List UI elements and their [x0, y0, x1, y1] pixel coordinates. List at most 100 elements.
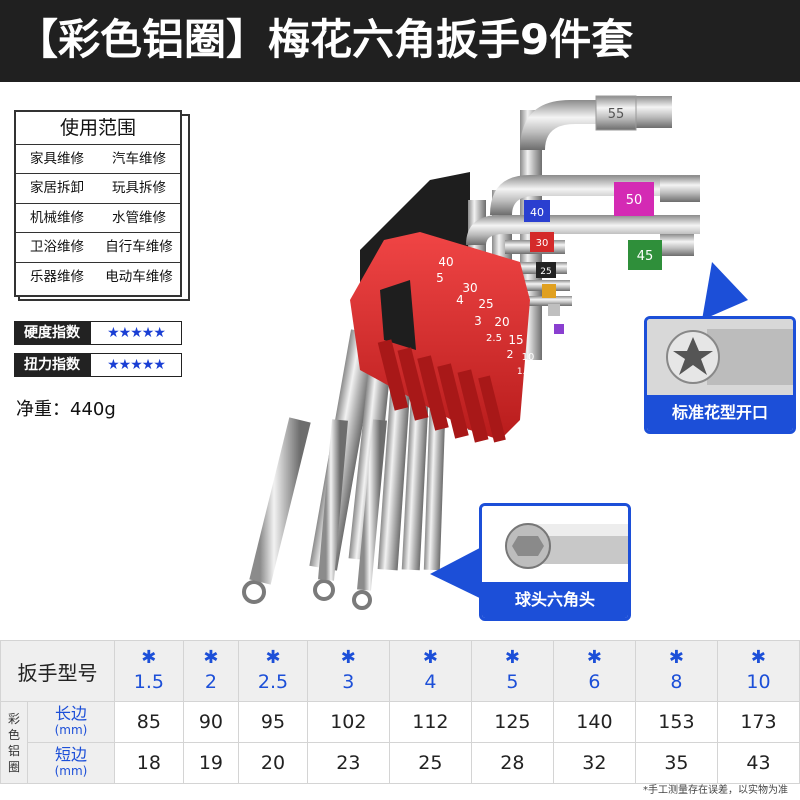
- torx-callout-pointer: [702, 262, 748, 320]
- usage-item: 自行车维修: [105, 239, 173, 256]
- long-value: 85: [114, 701, 184, 743]
- ring-45: [628, 240, 662, 270]
- long-value: 173: [716, 701, 800, 743]
- short-value: 20: [238, 742, 308, 784]
- torx-star-icon: ✱: [265, 647, 281, 668]
- size-cell: ✱4: [388, 640, 472, 702]
- ring-40: [524, 200, 550, 222]
- holder-torx-label: 30: [462, 281, 477, 295]
- long-value: 125: [470, 701, 554, 743]
- ball-callout-pointer: [430, 540, 495, 604]
- hardness-rating: 硬度指数 ★★★★★: [14, 321, 182, 345]
- usage-title: 使用范围: [16, 112, 180, 145]
- holder-hex-label: 1.5: [517, 367, 531, 377]
- usage-item: 卫浴维修: [30, 239, 84, 256]
- torx-tip: [660, 234, 694, 256]
- torx-star-icon: ✱: [586, 647, 602, 668]
- ring-45-label: 45: [637, 249, 654, 264]
- size-cell: ✱10: [716, 640, 800, 702]
- long-value: 112: [388, 701, 472, 743]
- hardness-stars: ★★★★★: [90, 321, 182, 345]
- ring-55-label: 55: [608, 107, 625, 122]
- wrench-set-illustration: 55 50 45 40 30 25 40 30 25 20 15: [242, 95, 748, 610]
- size-cell: ✱6: [552, 640, 636, 702]
- spec-table: 扳手型号 ✱1.5 ✱2 ✱2.5 ✱3 ✱4 ✱5 ✱6 ✱8 ✱10 彩色铝…: [0, 640, 800, 784]
- ring-55: [595, 95, 637, 131]
- ball-callout: 球头六角头: [479, 503, 631, 621]
- long-value: 140: [552, 701, 636, 743]
- short-value: 19: [182, 742, 240, 784]
- holder-hex-label: 4: [456, 293, 464, 307]
- torx-star-icon: ✱: [203, 647, 219, 668]
- ring-10: [554, 324, 564, 334]
- ring-30-label: 30: [536, 238, 549, 249]
- hardness-label: 硬度指数: [14, 321, 90, 345]
- usage-item: 机械维修: [30, 209, 84, 226]
- long-side-label: 长边(mm): [27, 701, 115, 743]
- usage-item: 水管维修: [112, 209, 166, 226]
- usage-item: 电动车维修: [105, 268, 173, 285]
- size-cell: ✱2.5: [238, 640, 308, 702]
- ring-30: [530, 232, 554, 252]
- short-value: 35: [634, 742, 718, 784]
- ring-50-label: 50: [626, 193, 643, 208]
- holder-hex-label: 2: [507, 348, 514, 361]
- size-cell: ✱3: [306, 640, 390, 702]
- footnote: *手工测量存在误差，以实物为准: [643, 785, 788, 796]
- short-value: 18: [114, 742, 184, 784]
- long-value: 95: [238, 701, 308, 743]
- torx-star-icon: ✱: [750, 647, 766, 668]
- torx-tip-closeup: [647, 319, 793, 395]
- ring-20: [542, 284, 556, 298]
- torx-star-icon: ✱: [504, 647, 520, 668]
- short-value: 25: [388, 742, 472, 784]
- holder-torx-label: 10: [522, 352, 535, 363]
- torx-star-icon: ✱: [422, 647, 438, 668]
- red-holder: 40 30 25 20 15 10 5 4 3 2.5 2 1.5: [350, 232, 534, 443]
- usage-item: 家具维修: [30, 151, 84, 167]
- usage-row: 家居拆卸 玩具拆修: [16, 174, 180, 204]
- ring-25-label: 25: [540, 267, 551, 277]
- holder-hex-label: 5: [436, 271, 444, 285]
- size-cell: ✱2: [182, 640, 240, 702]
- ball-callout-label: 球头六角头: [482, 582, 628, 618]
- torx-star-icon: ✱: [141, 647, 157, 668]
- torque-label: 扭力指数: [14, 353, 90, 377]
- torx-star-icon: ✱: [340, 647, 356, 668]
- holder-torx-label: 40: [438, 255, 453, 269]
- usage-table: 使用范围 家具维修 汽车维修 家居拆卸 玩具拆修 机械维修 水管维修 卫浴维修 …: [14, 110, 182, 297]
- short-value: 28: [470, 742, 554, 784]
- usage-item: 汽车维修: [112, 151, 166, 167]
- holder-torx-label: 20: [494, 315, 509, 329]
- size-row: 扳手型号 ✱1.5 ✱2 ✱2.5 ✱3 ✱4 ✱5 ✱6 ✱8 ✱10: [0, 640, 800, 702]
- usage-item: 乐器维修: [30, 268, 84, 285]
- usage-row: 卫浴维修 自行车维修: [16, 233, 180, 263]
- torx-star-icon: ✱: [668, 647, 684, 668]
- ring-25: [536, 262, 556, 278]
- long-value: 102: [306, 701, 390, 743]
- holder-torx-label: 15: [508, 333, 523, 347]
- holder-hex-label: 3: [474, 314, 482, 328]
- torque-stars: ★★★★★: [90, 353, 182, 377]
- usage-item: 家居拆卸: [30, 180, 84, 197]
- torx-callout-label: 标准花型开口: [647, 395, 793, 431]
- size-cell: ✱8: [634, 640, 718, 702]
- title-bar: 【彩色铝圈】梅花六角扳手9件套: [0, 0, 800, 82]
- holder-torx-label: 25: [478, 297, 493, 311]
- page-title: 【彩色铝圈】梅花六角扳手9件套: [16, 15, 634, 64]
- usage-panel: 使用范围 家具维修 汽车维修 家居拆卸 玩具拆修 机械维修 水管维修 卫浴维修 …: [14, 110, 190, 301]
- size-header: 扳手型号: [0, 640, 115, 702]
- ring-50: [614, 182, 654, 216]
- aluminum-ring-label: 彩色铝圈: [0, 701, 28, 784]
- net-weight: 净重：440g: [16, 399, 116, 420]
- usage-row: 家具维修 汽车维修: [16, 145, 180, 175]
- size-cell: ✱1.5: [114, 640, 184, 702]
- short-value: 32: [552, 742, 636, 784]
- long-value: 153: [634, 701, 718, 743]
- ball-ends: [242, 417, 387, 610]
- holder-hex-label: 2.5: [486, 333, 502, 344]
- usage-item: 玩具拆修: [112, 180, 166, 197]
- long-value: 90: [182, 701, 240, 743]
- torx-tip: [660, 176, 700, 202]
- ring-15: [548, 304, 560, 316]
